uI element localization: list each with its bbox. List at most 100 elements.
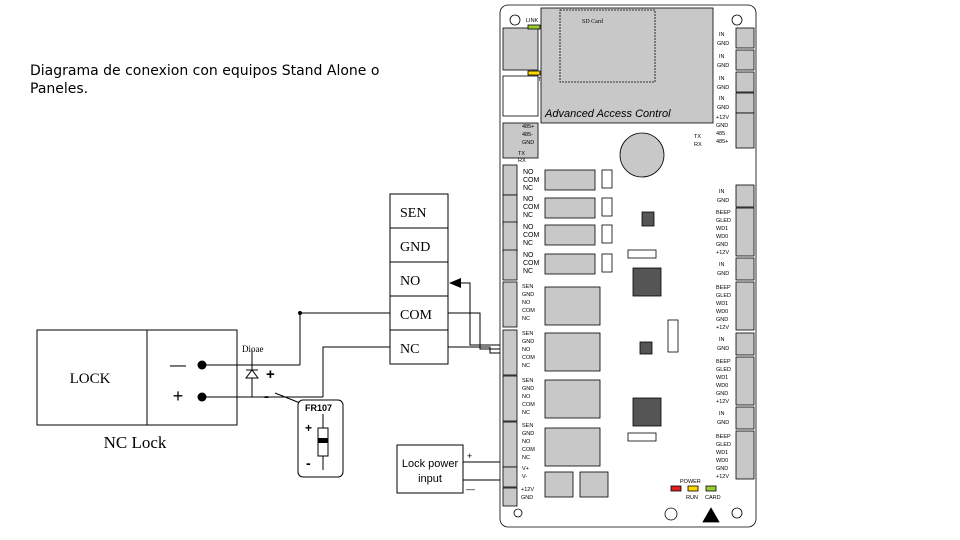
board-wires [448, 278, 500, 354]
out-gnd: GND [521, 495, 533, 501]
reader3-wd0: WD0 [716, 383, 728, 389]
diode-label: Dioae [242, 344, 264, 354]
reader4-gnd: GND [716, 466, 728, 472]
btn3-gnd: GND [717, 346, 729, 352]
rs485-gnd-left: GND [522, 140, 534, 146]
relay2-no: NO [523, 196, 534, 203]
power-plus: + [467, 451, 472, 461]
reader4-beep: BEEP [716, 434, 731, 440]
big-relay-blocks [502, 281, 601, 468]
diode-minus: - [264, 388, 269, 405]
reader2-wd0: WD0 [716, 309, 728, 315]
lock1-sen: SEN [522, 284, 533, 290]
reader1-beep: BEEP [716, 210, 731, 216]
lock4-com: COM [522, 447, 535, 453]
controller-board: SD Card Advanced Access Control LINK ACT [499, 4, 757, 528]
diode-part-minus: - [306, 455, 311, 471]
lock2-no: NO [522, 347, 531, 353]
tx-right: TX [694, 134, 701, 140]
btn2-in: IN [719, 262, 725, 268]
reader4-wd0: WD0 [716, 458, 728, 464]
board-title: Advanced Access Control [544, 108, 671, 120]
power-label-line2: input [418, 473, 442, 485]
lock1-nc: NC [522, 316, 530, 322]
lock-power-input: Lock power input + — [396, 444, 500, 494]
lock-terminal-plus [197, 392, 207, 402]
reader2-12v: +12V [716, 325, 729, 331]
reader1-wd0: WD0 [716, 234, 728, 240]
link-label: LINK [526, 18, 539, 24]
right-terminal-blocks [735, 27, 755, 480]
reader2-beep: BEEP [716, 285, 731, 291]
relay1-nc: NC [523, 185, 533, 192]
diode-plus: + [266, 366, 275, 383]
power-minus: — [466, 484, 475, 494]
rs485-plus-left: 485+ [522, 124, 534, 130]
reader1-12v: +12V [716, 250, 729, 256]
reader1-gnd: GND [716, 242, 728, 248]
terminal-no: NO [400, 274, 420, 289]
reader3-gnd: GND [716, 391, 728, 397]
btn3-in: IN [719, 337, 725, 343]
reader2-wd1: WD1 [716, 301, 728, 307]
relay1-com: COM [523, 177, 540, 184]
lock4-no: NO [522, 439, 531, 445]
lock3-nc: NC [522, 410, 530, 416]
aux3-in: IN [719, 76, 725, 82]
lock3-sen: SEN [522, 378, 533, 384]
lock-plus-sign: + [173, 386, 184, 406]
aux4-in: IN [719, 96, 725, 102]
reader1-gled: GLED [716, 218, 731, 224]
lock-caption: NC Lock [104, 433, 167, 452]
tx-left: TX [518, 151, 525, 157]
aux4-gnd: GND [717, 105, 729, 111]
board-right-labels: IN GND IN GND IN GND IN GND +12V GND 485… [694, 32, 731, 480]
rs485-minus-right: 485 [716, 131, 725, 137]
reader4-gled: GLED [716, 442, 731, 448]
lock2-nc: NC [522, 363, 530, 369]
lock4-nc: NC [522, 455, 530, 461]
aux1-gnd: GND [717, 41, 729, 47]
rs485-plus-right: 485+ [716, 139, 728, 145]
terminal-nc: NC [400, 342, 419, 357]
btn1-gnd: GND [717, 198, 729, 204]
lock-label: LOCK [70, 371, 111, 387]
relay2-com: COM [523, 204, 540, 211]
lock3-no: NO [522, 394, 531, 400]
lock-minus-sign: — [170, 357, 186, 374]
run-led-label: RUN [686, 495, 698, 501]
power-v-plus: V+ [522, 466, 529, 472]
reader3-beep: BEEP [716, 359, 731, 365]
diode: Dioae + - FR107 + - [242, 344, 344, 478]
reader4-wd1: WD1 [716, 450, 728, 456]
lock2-gnd: GND [522, 339, 534, 345]
out-12v: +12V [521, 487, 534, 493]
lock-device: LOCK — + NC Lock [36, 329, 238, 452]
relay3-com: COM [523, 232, 540, 239]
reader4-12v: +12V [716, 474, 729, 480]
power-label-line1: Lock power [402, 458, 459, 470]
terminal-gnd: GND [400, 240, 430, 255]
relay3-no: NO [523, 224, 534, 231]
diagram-title: Diagrama de conexion con equipos Stand A… [30, 63, 380, 97]
power-v-minus: V- [522, 474, 527, 480]
terminal-block: SEN GND NO COM NC [389, 193, 449, 365]
reader3-gled: GLED [716, 367, 731, 373]
lock3-gnd: GND [522, 386, 534, 392]
aux2-in: IN [719, 54, 725, 60]
rx-left: RX [518, 158, 526, 164]
relay4-no: NO [523, 252, 534, 259]
lock1-com: COM [522, 308, 535, 314]
relay4-com: COM [523, 260, 540, 267]
reader1-wd1: WD1 [716, 226, 728, 232]
terminal-sen: SEN [400, 206, 426, 221]
rx-right: RX [694, 142, 702, 148]
diode-part-plus: + [305, 421, 312, 435]
rs485-12v-right: +12V [716, 115, 729, 121]
relay1-no: NO [523, 169, 534, 176]
sd-card-label: SD Card [582, 19, 603, 25]
lock4-sen: SEN [522, 423, 533, 429]
aux1-in: IN [719, 32, 725, 38]
lock2-com: COM [522, 355, 535, 361]
terminal-com: COM [400, 308, 432, 323]
